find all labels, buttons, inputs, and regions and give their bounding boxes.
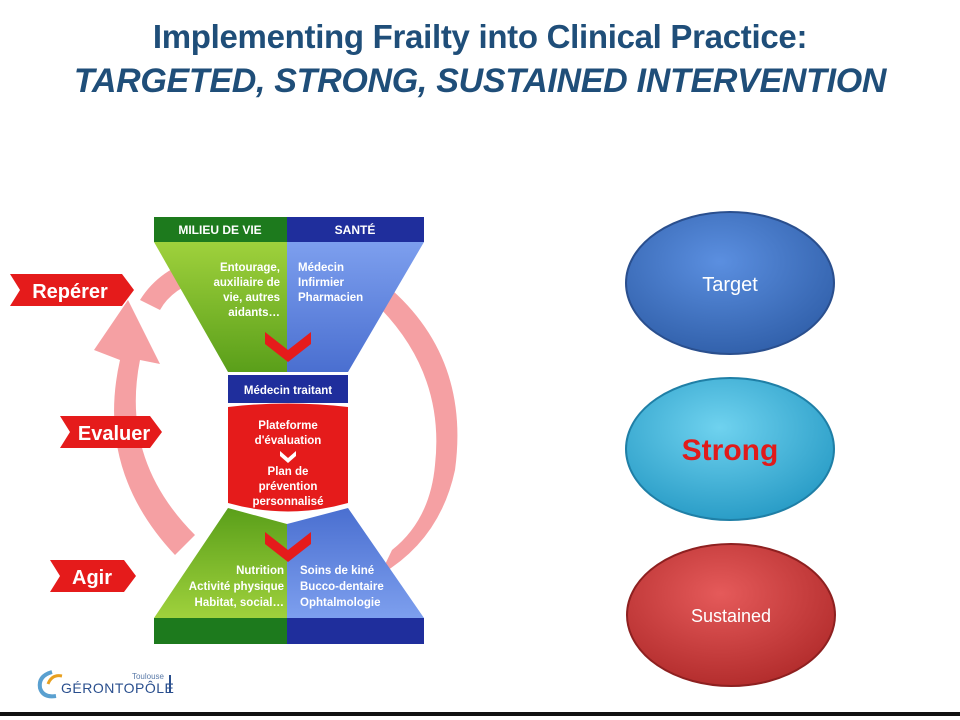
top-left-line-4: aidants… — [228, 307, 280, 319]
footer-left-box — [154, 618, 287, 644]
tag-evaluer: Evaluer — [60, 416, 162, 448]
tag-agir: Agir — [50, 560, 136, 592]
top-left-line-2: auxiliaire de — [214, 277, 280, 289]
center-top-box — [228, 375, 348, 403]
header-right-box — [287, 217, 424, 242]
oval-target-label: Target — [702, 274, 758, 296]
oval-sustained: Sustained — [626, 543, 836, 687]
top-right-line-3: Pharmacien — [298, 292, 363, 304]
tag-reperer: Repérer — [10, 274, 134, 306]
top-left-trapezoid — [154, 242, 287, 372]
oval-strong: Strong — [625, 377, 835, 521]
top-left-line-1: Entourage, — [220, 262, 280, 274]
footer-right-box — [287, 618, 424, 644]
bottom-left-trapezoid — [154, 508, 287, 618]
center-line-4: prévention — [259, 481, 318, 493]
oval-strong-label: Strong — [682, 434, 779, 467]
hourglass-bottom — [154, 508, 424, 644]
left-cycle-arrow — [94, 300, 195, 555]
logo-swirl-icon — [37, 670, 57, 699]
tag-agir-label: Agir — [72, 567, 112, 589]
logo-small-text: Toulouse — [132, 672, 165, 681]
center-line-2: d'évaluation — [255, 435, 322, 447]
gerontopole-logo: Toulouse GÉRONTOPÔLE — [37, 670, 174, 699]
center-top-label: Médecin traitant — [244, 385, 332, 397]
logo-main-text: GÉRONTOPÔLE — [61, 680, 174, 696]
bottom-right-line-1: Soins de kiné — [300, 565, 374, 577]
header-left-label: MILIEU DE VIE — [178, 223, 261, 237]
top-right-trapezoid — [287, 242, 424, 372]
tag-reperer-label: Repérer — [32, 281, 108, 303]
center-line-3: Plan de — [268, 466, 309, 478]
top-left-line-3: vie, autres — [223, 292, 280, 304]
oval-sustained-label: Sustained — [691, 606, 771, 626]
bottom-right-line-3: Ophtalmologie — [300, 597, 381, 609]
top-right-line-2: Infirmier — [298, 277, 345, 289]
center-chevron-icon — [280, 451, 296, 463]
center-line-5: personnalisé — [253, 496, 324, 508]
bottom-chevron-icon — [265, 532, 311, 562]
top-right-line-1: Médecin — [298, 262, 344, 274]
title-line-1: Implementing Frailty into Clinical Pract… — [152, 18, 808, 55]
center-line-1: Plateforme — [258, 420, 317, 432]
header-right-label: SANTÉ — [335, 222, 376, 237]
bottom-right-trapezoid — [287, 508, 424, 618]
bottom-left-line-2: Activité physique — [189, 581, 284, 593]
bottom-left-line-1: Nutrition — [236, 565, 284, 577]
top-chevron-icon — [265, 332, 311, 362]
title-line-2: TARGETED, STRONG, SUSTAINED INTERVENTION — [73, 62, 887, 100]
oval-target: Target — [625, 211, 835, 355]
hourglass-top — [154, 217, 424, 372]
hourglass-center — [228, 375, 348, 512]
header-left-box — [154, 217, 287, 242]
bottom-left-line-3: Habitat, social… — [195, 597, 284, 609]
bottom-right-line-2: Bucco-dentaire — [300, 581, 384, 593]
tag-evaluer-label: Evaluer — [78, 423, 150, 445]
footer-rule — [0, 712, 960, 716]
right-cycle-arrow — [380, 290, 458, 575]
center-red-box — [228, 403, 348, 512]
